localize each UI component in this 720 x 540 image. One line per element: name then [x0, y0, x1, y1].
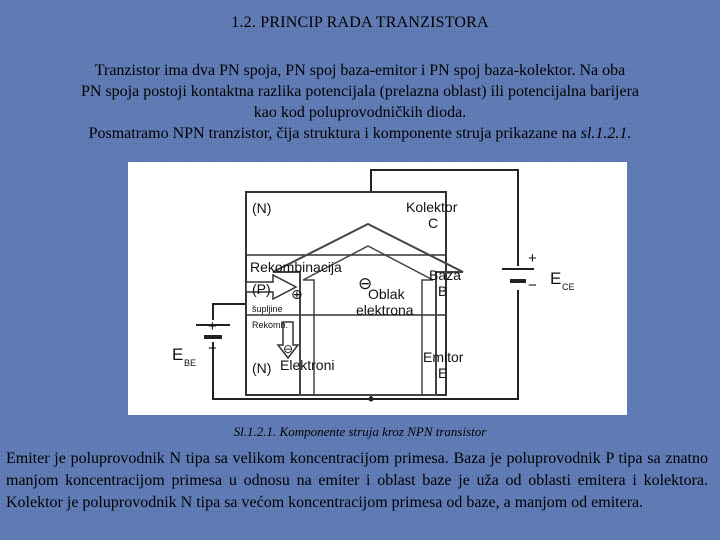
vce-battery [502, 268, 534, 283]
body-paragraph: Emiter je poluprovodnik N tipa sa veliko… [6, 448, 708, 514]
intro-line-3: kao kod poluprovodničkih dioda. [253, 104, 467, 121]
transistor-figure: (N) Kolektor C Rekombinacija (P) Baza B … [128, 162, 627, 415]
vce-plus: + [528, 250, 537, 267]
slide-title: 1.2. PRINCIP RADA TRANZISTORA [231, 14, 489, 31]
emitter-label: Emitor [423, 349, 464, 365]
cloud-label-1: Oblak [368, 286, 406, 302]
small-electron-arrow [276, 321, 300, 360]
ece-subscript: CE [562, 282, 575, 292]
hole-symbol: ⊕ [291, 286, 303, 302]
vbe-minus: − [208, 340, 217, 357]
recombination-label: Rekombinacija [250, 259, 342, 275]
electron-symbol: ⊖ [358, 274, 372, 293]
ebe-label: E [172, 345, 183, 364]
base-letter: B [438, 283, 447, 299]
electron-flow-arrow [272, 222, 464, 396]
collector-label: Kolektor [406, 199, 458, 215]
transistor-diagram: (N) Kolektor C Rekombinacija (P) Baza B … [172, 169, 575, 402]
vbe-plus: + [208, 318, 217, 335]
cloud-label-2: elektrona [356, 302, 414, 318]
figure-reference: sl.1.2.1. [580, 125, 632, 142]
base-type-label: (P) [252, 281, 271, 297]
emitter-type-label: (N) [252, 360, 271, 376]
collector-type-label: (N) [252, 200, 271, 216]
body-text: Emiter je poluprovodnik N tipa sa veliko… [6, 450, 708, 511]
intro-line-2: PN spoja postoji kontaktna razlika poten… [80, 83, 640, 100]
intro-paragraph: Tranzistor ima dva PN spoja, PN spoj baz… [4, 60, 716, 144]
electron-symbol-small: ⊖ [283, 342, 293, 356]
junction-dot [368, 396, 374, 402]
collector-letter: C [428, 215, 438, 231]
recombination-arrow [245, 273, 298, 301]
intro-line-4: Posmatramo NPN tranzistor, čija struktur… [4, 123, 716, 144]
electrons-label: Elektroni [280, 357, 334, 373]
base-label: Baza [429, 267, 461, 283]
electron-flow-inner [302, 245, 434, 396]
intro-second-text: Posmatramo NPN tranzistor, čija struktur… [88, 125, 581, 142]
holes-small-label: šupljine [252, 304, 283, 314]
vce-minus: − [528, 277, 537, 294]
emitter-letter: E [438, 365, 447, 381]
intro-line-1: Tranzistor ima dva PN spoja, PN spoj baz… [94, 62, 626, 79]
ebe-subscript: BE [184, 358, 196, 368]
ece-label: E [550, 269, 561, 288]
vbe-battery [196, 324, 230, 339]
figure-caption: Sl.1.2.1. Komponente struja kroz NPN tra… [233, 424, 487, 439]
recomb-small-label: Rekomb. [252, 320, 288, 330]
